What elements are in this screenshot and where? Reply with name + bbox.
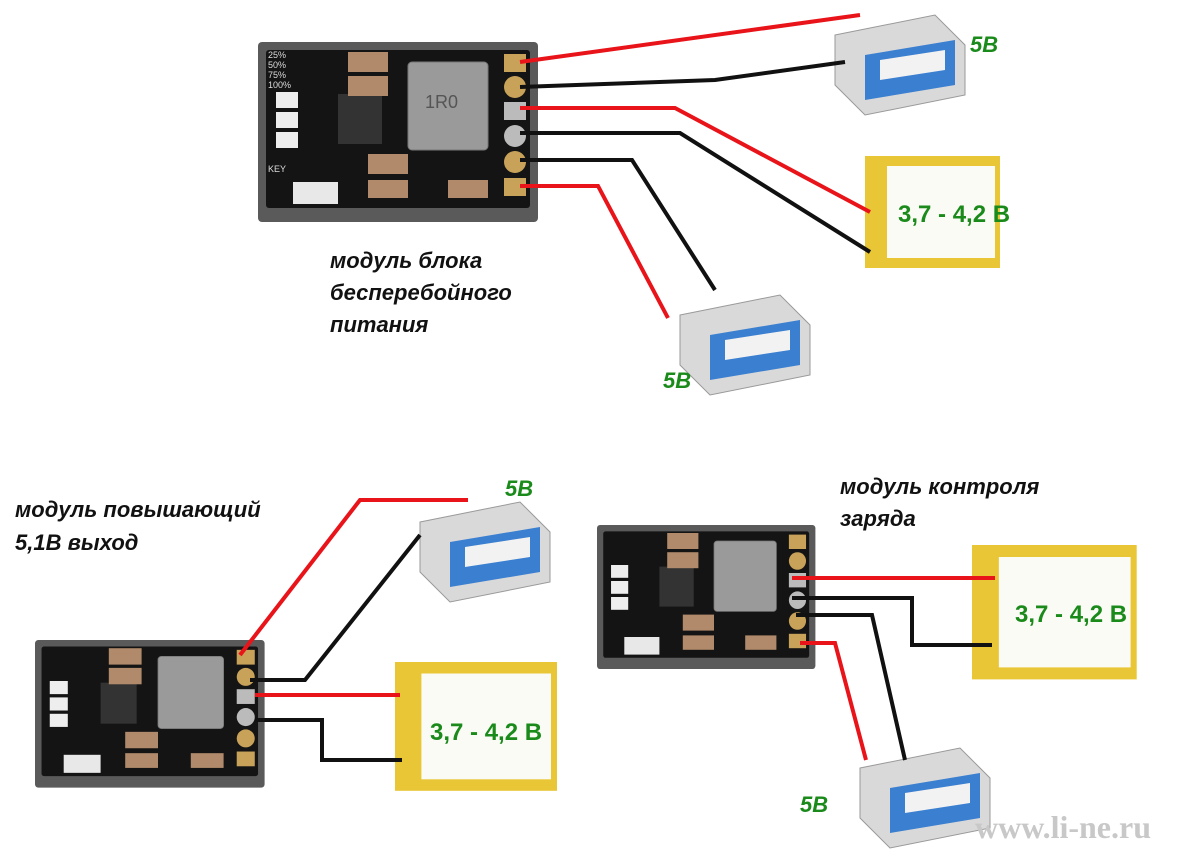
wires-module-2 (238, 498, 468, 762)
battery-voltage-charge: 3,7 - 4,2 В (1015, 601, 1127, 628)
battery-voltage-top: 3,7 - 4,2 В (898, 201, 1010, 228)
level-100: 100% (268, 80, 291, 90)
wires-module-1 (519, 13, 872, 319)
usb-voltage-charge: 5В (800, 792, 828, 817)
key-label: KEY (268, 164, 286, 174)
watermark: www.li-ne.ru (975, 809, 1151, 845)
ups-module-label: модуль блока бесперебойного питания (330, 248, 518, 337)
usb-voltage-top: 5В (970, 32, 998, 57)
level-75: 75% (268, 70, 286, 80)
level-50: 50% (268, 60, 286, 70)
usb-voltage-middle: 5В (663, 368, 691, 393)
boost-module-label: модуль повышающий 5,1В выход (15, 497, 267, 555)
battery-voltage-boost: 3,7 - 4,2 В (430, 719, 542, 746)
level-25: 25% (268, 50, 286, 60)
charge-module-board (596, 524, 816, 670)
inductor-marking: 1R0 (425, 92, 458, 112)
usb-connector-charge (859, 747, 991, 849)
usb-connector-middle (679, 294, 811, 396)
usb-connector-boost (419, 501, 551, 603)
usb-connector-top (834, 14, 966, 116)
charge-module-label: модуль контроля заряда (840, 474, 1046, 531)
usb-voltage-boost: 5В (505, 476, 533, 501)
wires-module-3 (792, 576, 995, 761)
ups-module-board: 1R0 KEY 25% 50% 75% 100% (257, 41, 539, 223)
boost-module-board (34, 639, 266, 789)
